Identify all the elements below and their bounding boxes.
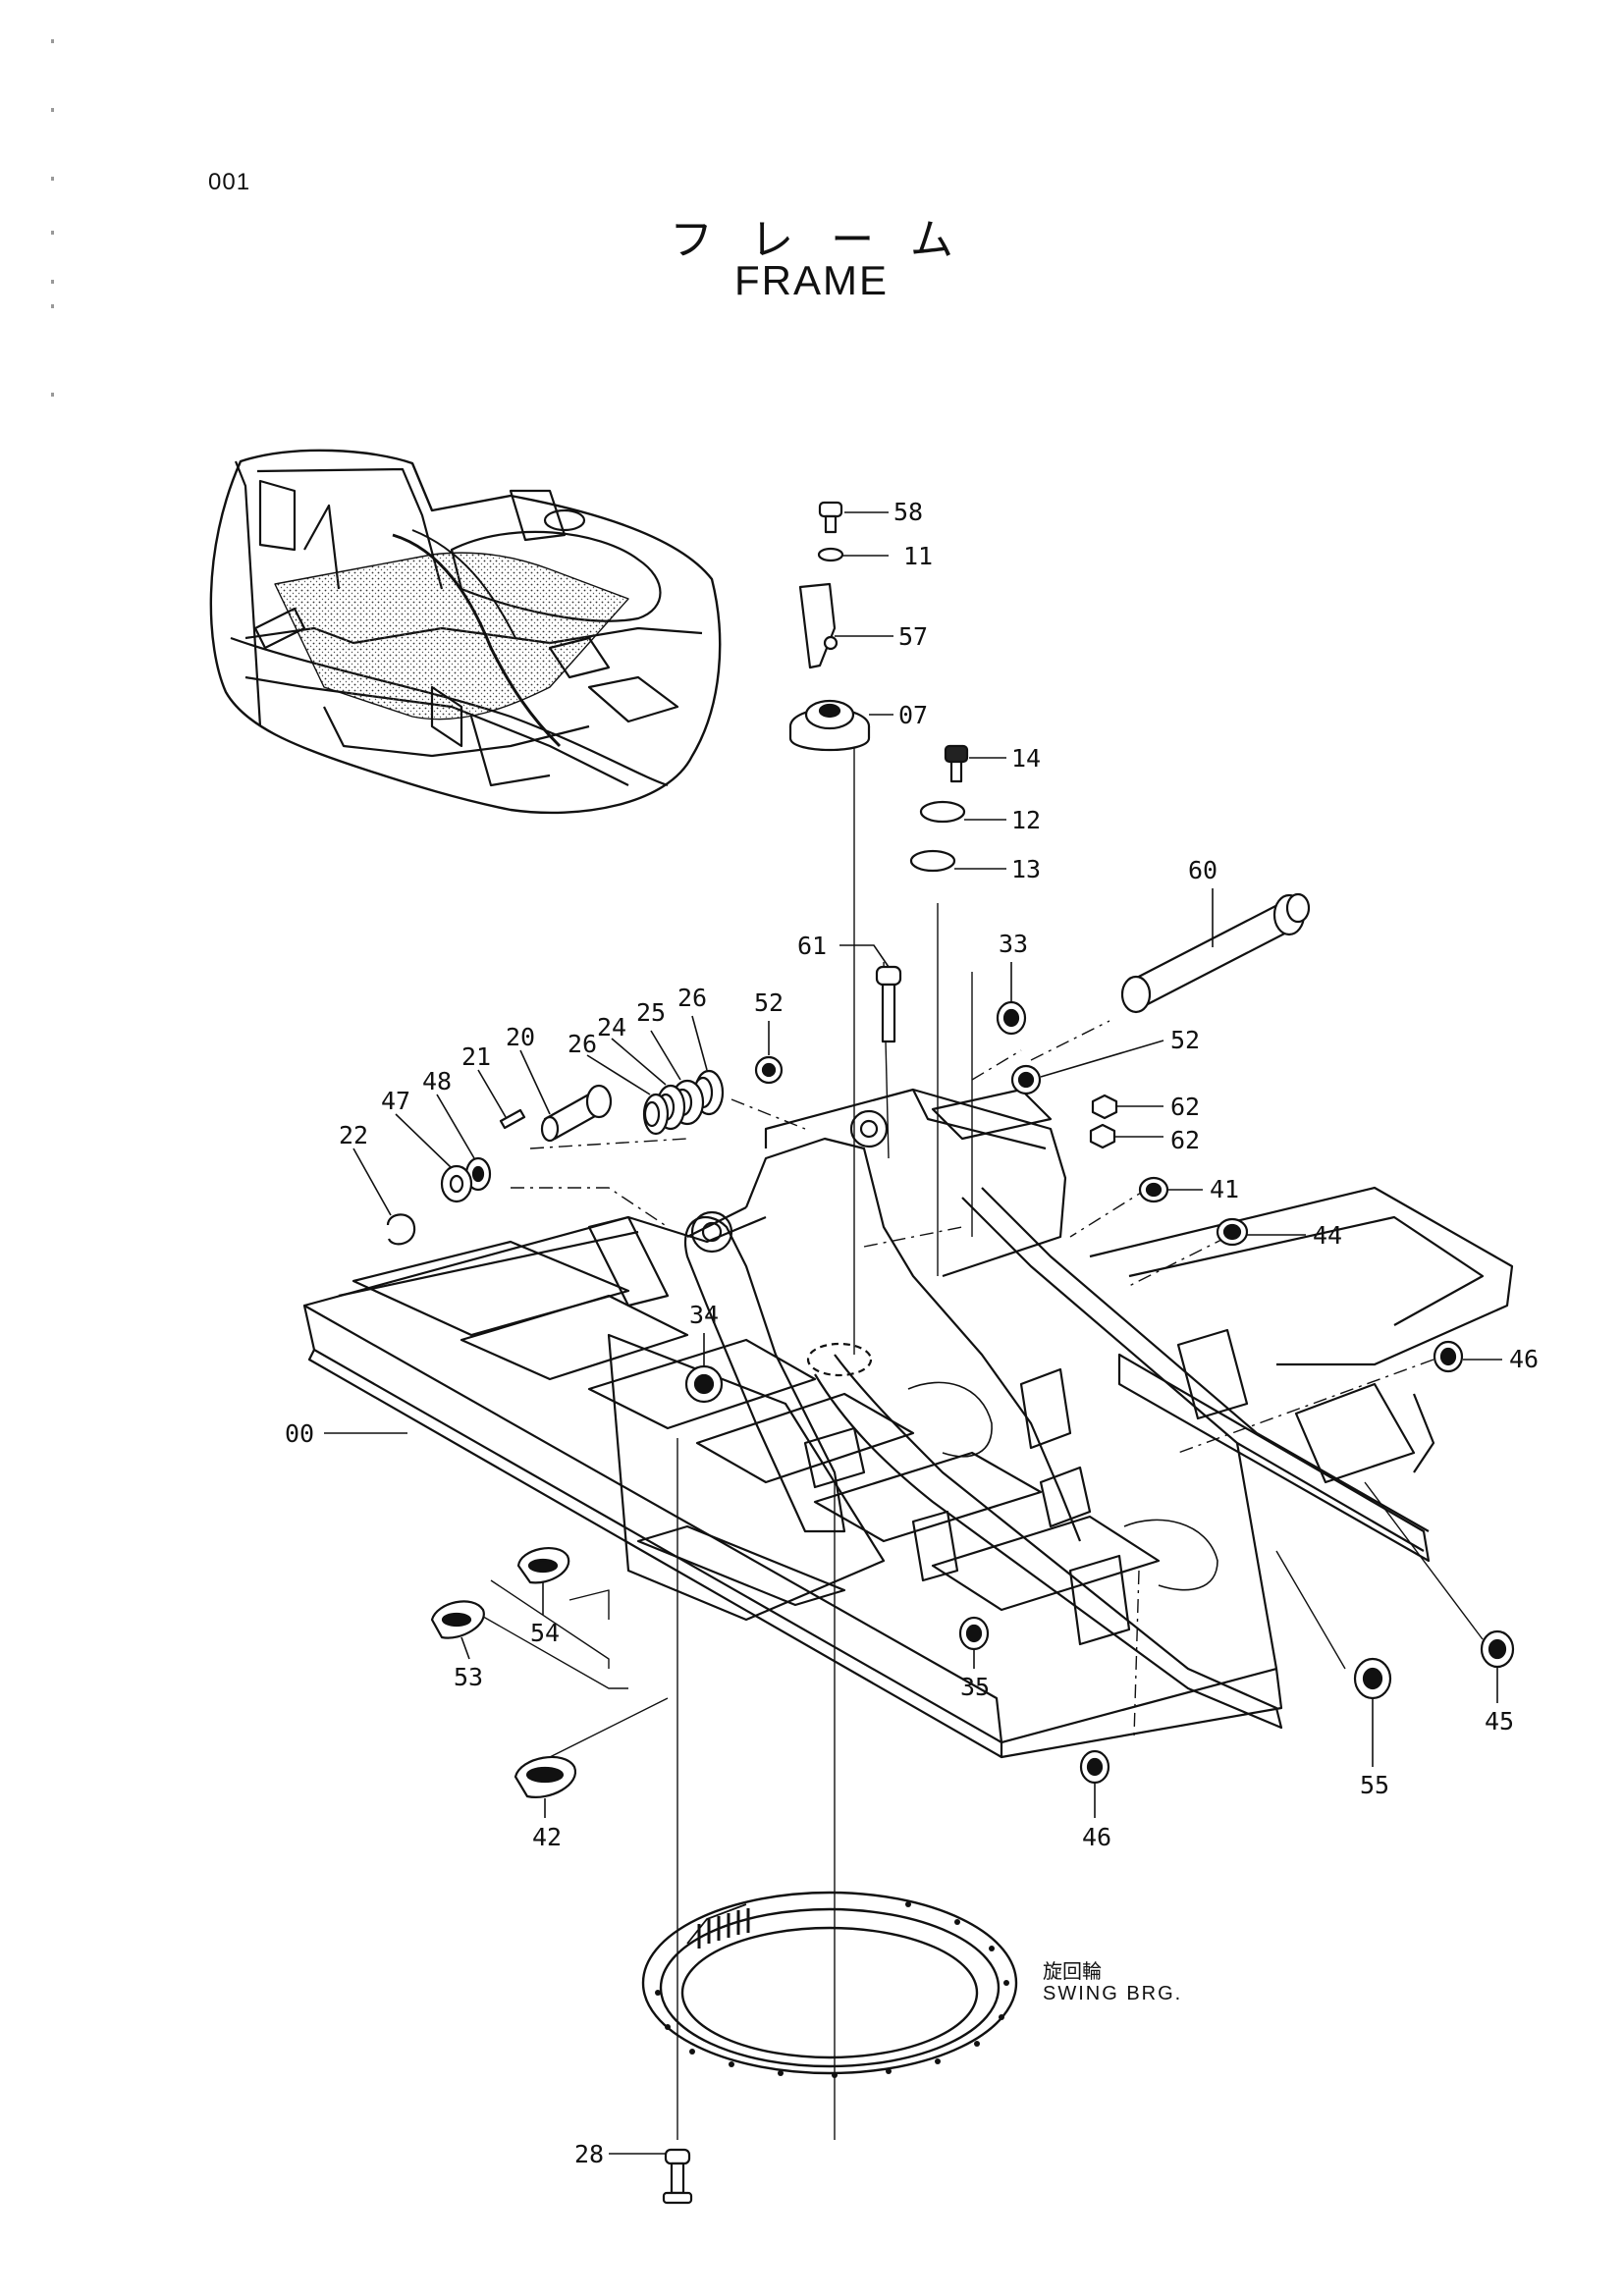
callout-07: 07 — [898, 701, 928, 729]
pin-60 — [1120, 892, 1311, 1014]
scan-speck — [51, 39, 54, 43]
bolt-28 — [662, 2148, 693, 2205]
callout-53: 53 — [454, 1663, 483, 1691]
callout-35: 35 — [960, 1673, 990, 1701]
swing-bearing-label: SWING BRG. — [1043, 1983, 1183, 2004]
page-title-japanese: フレーム — [670, 215, 991, 265]
callout-28: 28 — [574, 2140, 604, 2168]
exploded-parts — [386, 501, 1515, 2205]
bolt-58 — [818, 501, 843, 534]
callout-00: 00 — [285, 1419, 314, 1448]
page-title: FRAME — [734, 257, 889, 303]
callout-25: 25 — [636, 998, 666, 1027]
callout-41: 41 — [1210, 1175, 1239, 1203]
callout-42: 42 — [532, 1823, 562, 1851]
scan-speck — [51, 108, 54, 112]
callout-61: 61 — [797, 932, 827, 960]
bush-33 — [996, 1000, 1027, 1036]
callout-52-right: 52 — [1170, 1026, 1200, 1054]
callout-22: 22 — [339, 1121, 368, 1149]
bolt-14 — [944, 744, 969, 783]
bush-41 — [1138, 1176, 1169, 1203]
callout-46-lower: 46 — [1082, 1823, 1111, 1851]
callout-26-left: 26 — [568, 1030, 597, 1058]
scan-speck — [51, 393, 54, 397]
callout-11: 11 — [903, 542, 933, 570]
swing-bearing — [641, 1891, 1018, 2078]
plate-13 — [909, 849, 956, 873]
overview-inset — [209, 449, 722, 815]
bolt-61 — [875, 965, 902, 1043]
callout-58: 58 — [893, 498, 923, 526]
page-number: 001 — [208, 169, 251, 195]
cushion-07 — [788, 699, 871, 752]
swing-bearing-label-japanese: 旋回輪 — [1043, 1959, 1102, 1983]
nut-62-lower — [1089, 1123, 1116, 1149]
nut-62-upper — [1091, 1094, 1118, 1120]
scan-speck — [51, 304, 54, 308]
washer-47 — [440, 1164, 473, 1203]
plate-12 — [919, 800, 966, 824]
callout-14: 14 — [1011, 744, 1041, 773]
bush-46-upper — [1433, 1340, 1464, 1373]
grommet-42 — [514, 1755, 577, 1798]
callout-46-upper: 46 — [1509, 1345, 1539, 1373]
callout-24: 24 — [597, 1013, 626, 1041]
callout-26-right: 26 — [677, 984, 707, 1012]
callout-57: 57 — [898, 622, 928, 651]
bush-52-left — [754, 1055, 784, 1085]
bush-46-lower — [1079, 1749, 1110, 1785]
bush-34 — [684, 1364, 724, 1404]
pin-20 — [540, 1084, 613, 1143]
scan-speck — [51, 280, 54, 284]
scan-speck — [51, 231, 54, 235]
callout-62-lower: 62 — [1170, 1126, 1200, 1154]
pin-21 — [499, 1108, 526, 1130]
bush-52-right — [1010, 1064, 1042, 1095]
snap-ring-22 — [386, 1213, 416, 1246]
callout-55: 55 — [1360, 1771, 1389, 1799]
callout-52-left: 52 — [754, 988, 784, 1017]
callout-60: 60 — [1188, 856, 1217, 884]
bush-44 — [1216, 1217, 1249, 1247]
bush-55 — [1353, 1657, 1392, 1700]
grommet-53 — [430, 1600, 485, 1639]
callout-45: 45 — [1485, 1707, 1514, 1735]
washer-11 — [817, 547, 844, 562]
grommet-54 — [516, 1547, 570, 1584]
callout-48: 48 — [422, 1067, 452, 1095]
callout-47: 47 — [381, 1087, 410, 1115]
callout-12: 12 — [1011, 806, 1041, 834]
upper-frame — [302, 746, 1514, 2140]
plate-57 — [798, 582, 837, 669]
bush-45 — [1480, 1629, 1515, 1669]
scan-speck — [51, 177, 54, 181]
callout-21: 21 — [461, 1042, 491, 1071]
callout-34: 34 — [689, 1301, 719, 1329]
collar-26-left — [642, 1093, 670, 1136]
bush-35 — [958, 1616, 990, 1651]
callout-62-upper: 62 — [1170, 1093, 1200, 1121]
callout-20: 20 — [506, 1023, 535, 1051]
callout-44: 44 — [1313, 1221, 1342, 1250]
callout-33: 33 — [999, 930, 1028, 958]
callout-54: 54 — [530, 1619, 560, 1647]
callout-13: 13 — [1011, 855, 1041, 883]
